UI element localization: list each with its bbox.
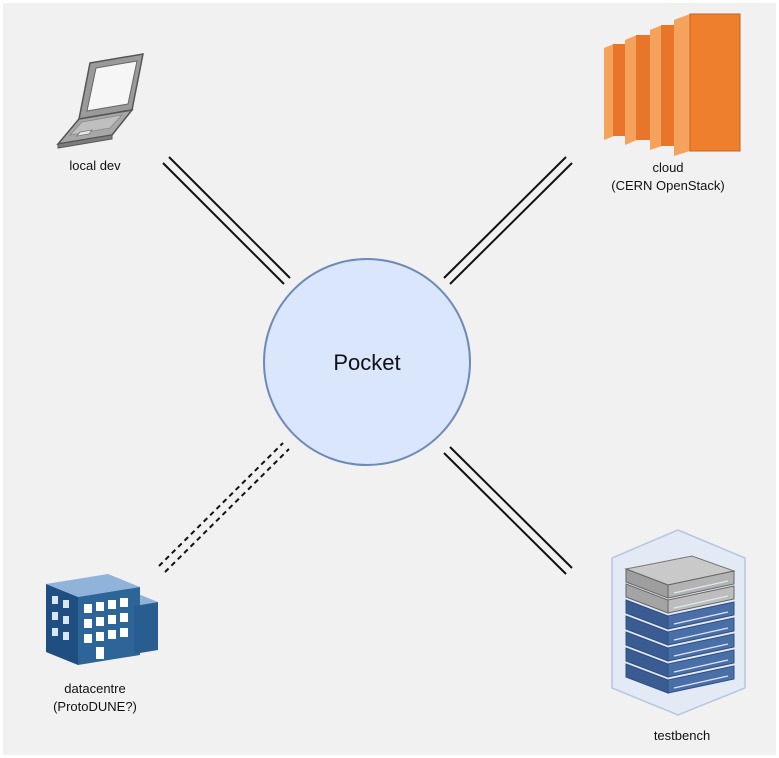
connector-cloud xyxy=(443,156,573,285)
cloud-server-icon xyxy=(604,13,741,156)
connector-datacentre-dashed xyxy=(158,442,290,573)
connector-local-dev xyxy=(162,156,291,285)
local-dev-label: local dev xyxy=(69,158,121,173)
server-rack-icon xyxy=(611,529,746,716)
cloud-label-line2: (CERN OpenStack) xyxy=(611,178,724,193)
testbench-label: testbench xyxy=(654,728,710,743)
cloud-label-line1: cloud xyxy=(652,160,683,175)
building-icon xyxy=(46,574,158,665)
center-node-label: Pocket xyxy=(333,350,400,375)
connector-testbench xyxy=(443,446,573,575)
datacentre-label-line2: (ProtoDUNE?) xyxy=(53,699,137,714)
datacentre-label-line1: datacentre xyxy=(64,681,125,696)
laptop-icon xyxy=(56,53,144,149)
center-node-circle xyxy=(263,258,471,466)
center-node: Pocket xyxy=(263,258,471,466)
